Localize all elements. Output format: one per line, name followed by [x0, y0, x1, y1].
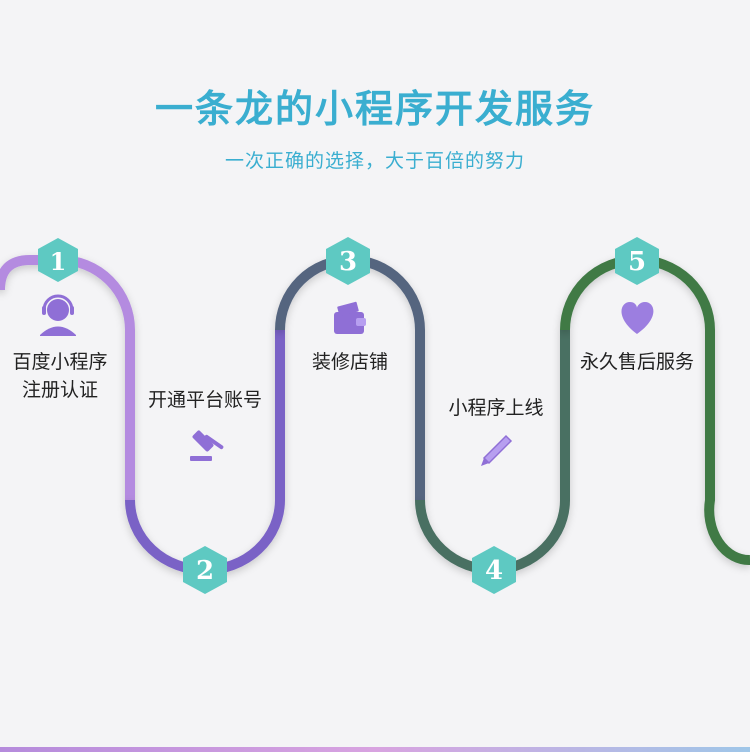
step-badge-3	[326, 237, 370, 285]
step-label-1-line2: 注册认证	[21, 379, 98, 401]
bottom-accent-bar	[0, 747, 750, 752]
step-number-2: 2	[196, 556, 214, 586]
flow-segment-3	[275, 254, 425, 500]
step-label-5: 永久售后服务	[579, 351, 694, 373]
step-badge-2	[183, 546, 227, 594]
step-number-3: 3	[339, 247, 357, 277]
page-subtitle: 一次正确的选择，大于百倍的努力	[224, 150, 525, 172]
step-label-1-line1: 百度小程序	[12, 351, 108, 373]
step-number-5: 5	[628, 247, 646, 277]
wallet-icon	[334, 301, 366, 334]
step-badge-4	[472, 546, 516, 594]
step-badge-5	[615, 237, 659, 285]
heart-icon	[621, 302, 654, 334]
pencil-icon	[481, 434, 513, 466]
step-label-2: 开通平台账号	[147, 389, 262, 411]
flow-segment-5	[560, 254, 750, 565]
customer-service-icon	[40, 294, 76, 336]
page-title: 一条龙的小程序开发服务	[154, 87, 595, 131]
step-label-1: 百度小程序 注册认证	[0, 348, 120, 404]
step-number-4: 4	[485, 556, 503, 586]
step-number-1: 1	[50, 247, 67, 276]
flow-segment-1	[0, 255, 135, 500]
step-label-3: 装修店铺	[311, 351, 388, 373]
step-label-4: 小程序上线	[448, 397, 544, 419]
step-badge-1	[38, 238, 78, 282]
gavel-icon	[190, 430, 224, 461]
